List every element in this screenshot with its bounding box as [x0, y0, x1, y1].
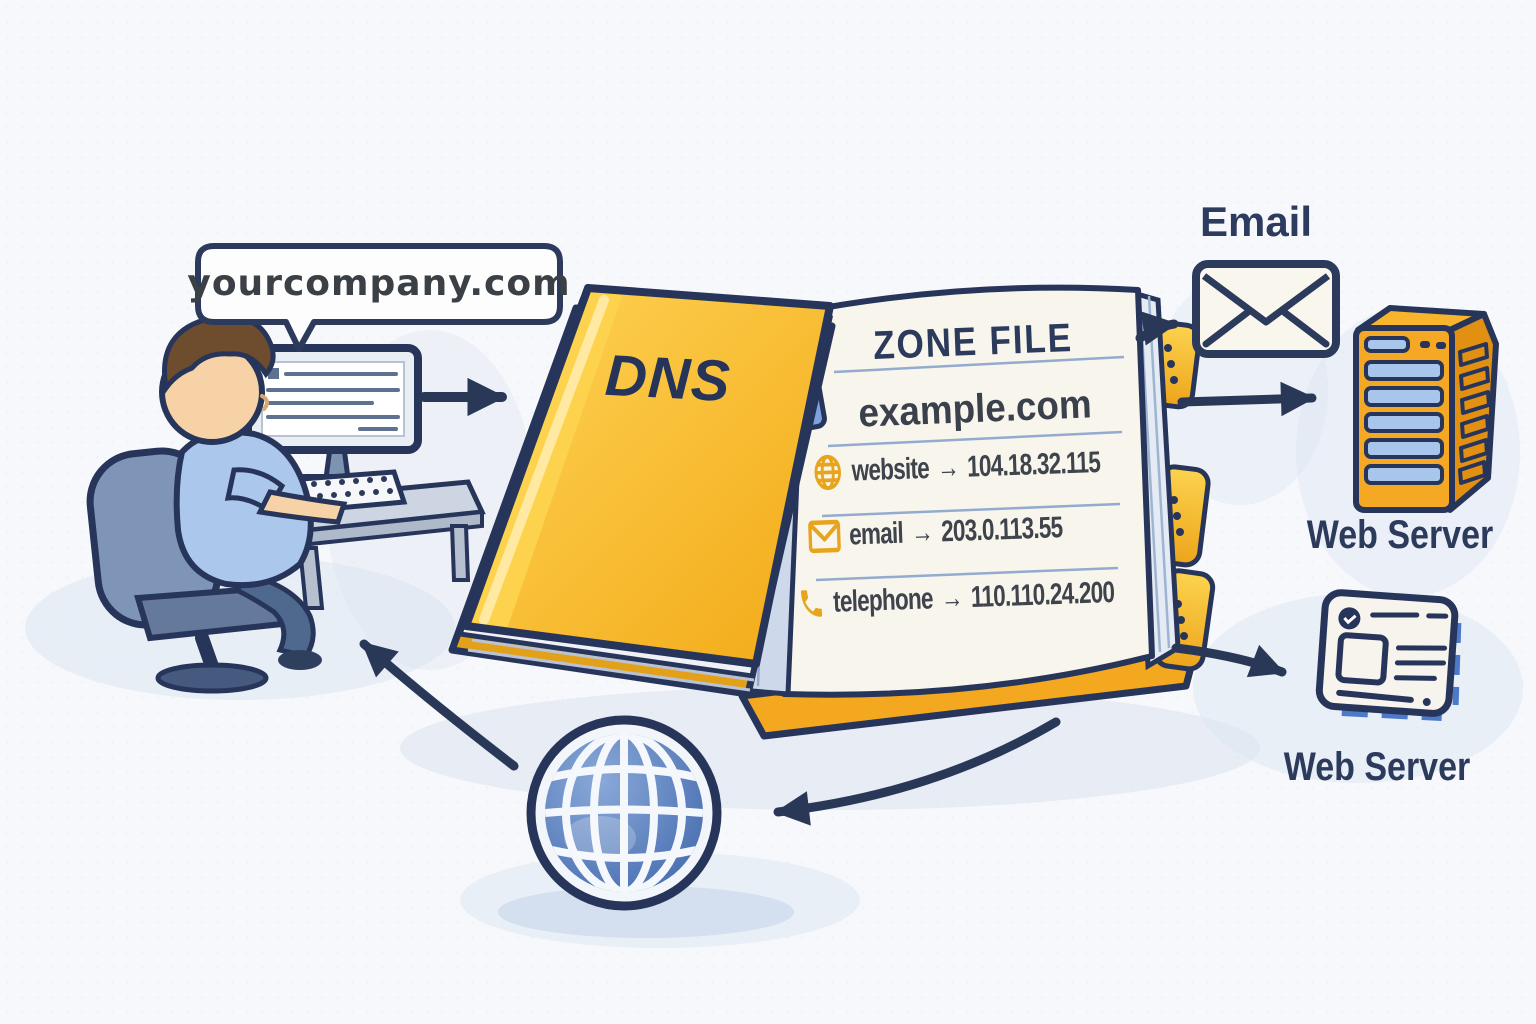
record-arrow: →	[910, 515, 934, 550]
email-envelope-icon	[1192, 260, 1340, 358]
web-server-label-bottom: Web Server	[1283, 744, 1471, 789]
record-value: 203.0.113.55	[940, 511, 1063, 549]
person	[159, 314, 348, 670]
email-label: Email	[1199, 198, 1313, 245]
monitor	[244, 344, 422, 490]
dns-cover-title: DNS	[603, 342, 733, 414]
arrow-book-to-globe	[773, 717, 1061, 826]
envelope-record-icon	[808, 519, 841, 554]
web-server-label-right: Web Server	[1306, 512, 1494, 557]
arrow-globe-to-user	[359, 639, 519, 771]
speech-bubble	[195, 243, 563, 352]
record-value: 104.18.32.115	[966, 445, 1101, 484]
record-label: telephone	[832, 582, 934, 619]
page-rule-lines	[815, 355, 1125, 582]
arrow-book-to-webpage	[1171, 643, 1287, 678]
dns-book-cover	[448, 284, 836, 698]
flow-arrows	[359, 311, 1317, 826]
globe-icon	[498, 715, 794, 938]
record-label: email	[848, 516, 904, 552]
web-server-icon	[1353, 305, 1499, 513]
arrow-book-to-server	[1177, 381, 1317, 417]
zone-record-telephone: telephone → 110.110.24.200	[797, 575, 1115, 622]
arrow-book-to-email	[1135, 311, 1179, 346]
record-arrow: →	[940, 581, 964, 615]
record-label: website	[851, 451, 930, 488]
webpage-document-icon	[1315, 589, 1462, 722]
zone-record-email: email → 203.0.113.55	[807, 511, 1063, 554]
record-arrow: →	[936, 450, 960, 485]
browser-window	[266, 368, 400, 431]
phone-record-icon	[800, 590, 823, 617]
person-at-computer	[86, 314, 486, 694]
speech-bubble-text: yourcompany.com	[187, 262, 571, 304]
zone-record-website: website → 104.18.32.115	[811, 442, 1101, 494]
record-value: 110.110.24.200	[970, 575, 1115, 614]
globe-record-icon	[814, 454, 841, 491]
